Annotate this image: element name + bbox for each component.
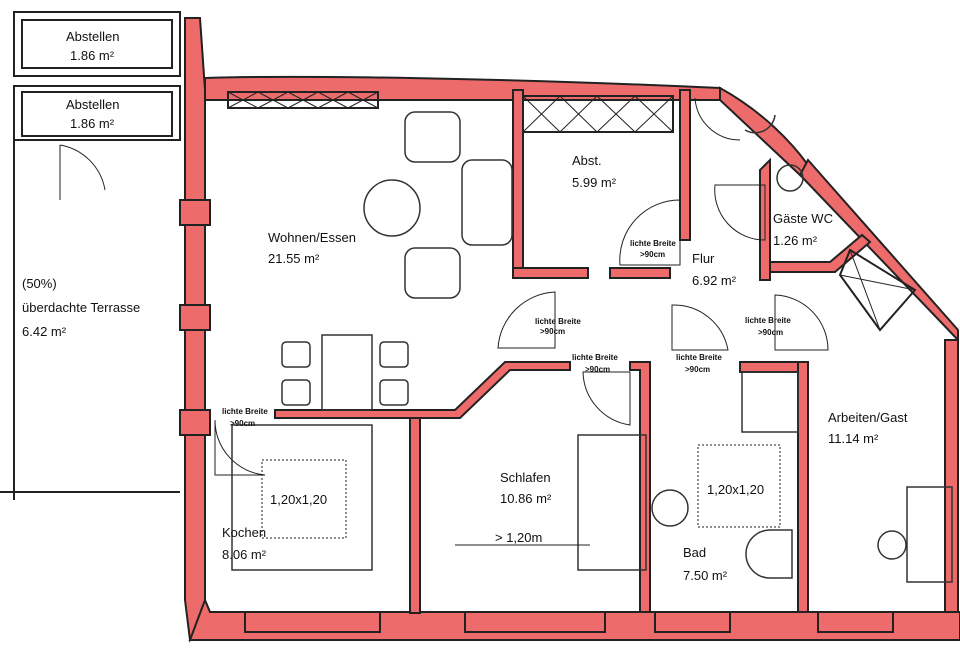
inner-walls (179, 89, 872, 614)
abst-name: Abst. (572, 153, 602, 168)
door-note-1b: >90cm (640, 250, 665, 259)
outer-walls (184, 17, 960, 643)
door-note-2b: >90cm (540, 327, 565, 336)
door-note-6a: lichte Breite (222, 407, 268, 416)
gaeste-wc-area: 1.26 m² (773, 233, 818, 248)
schlafen-name: Schlafen (500, 470, 551, 485)
windows (227, 91, 917, 633)
door-note-3b: >90cm (585, 365, 610, 374)
terrasse-name: überdachte Terrasse (22, 300, 140, 315)
wohnen-name: Wohnen/Essen (268, 230, 356, 245)
abstellen1-name: Abstellen (66, 29, 119, 44)
abstellen2-name: Abstellen (66, 97, 119, 112)
abstellen1-area: 1.86 m² (70, 48, 115, 63)
door-note-1a: lichte Breite (630, 239, 676, 248)
kochen-area: 8.06 m² (222, 547, 267, 562)
furniture (231, 111, 953, 583)
bad-area: 7.50 m² (683, 568, 728, 583)
gaeste-wc-name: Gäste WC (773, 211, 833, 226)
schlafen-area: 10.86 m² (500, 491, 552, 506)
terrasse-area: 6.42 m² (22, 324, 67, 339)
doors (214, 97, 829, 476)
flur-area: 6.92 m² (692, 273, 737, 288)
bad-name: Bad (683, 545, 706, 560)
arbeiten-name: Arbeiten/Gast (828, 410, 908, 425)
door-note-5a: lichte Breite (745, 316, 791, 325)
kochen-zone-label: 1,20x1,20 (270, 492, 327, 507)
door-notes: lichte Breite >90cm lichte Breite >90cm … (222, 239, 791, 428)
room-labels: Abstellen 1.86 m² Abstellen 1.86 m² (50%… (22, 29, 908, 583)
abstellen2-area: 1.86 m² (70, 116, 115, 131)
wohnen-area: 21.55 m² (268, 251, 320, 266)
bed-width-label: > 1,20m (495, 530, 542, 545)
flur-name: Flur (692, 251, 715, 266)
terrasse-pct: (50%) (22, 276, 57, 291)
door-note-4a: lichte Breite (676, 353, 722, 362)
kochen-name: Kochen (222, 525, 266, 540)
door-note-4b: >90cm (685, 365, 710, 374)
arbeiten-area: 11.14 m² (828, 431, 879, 446)
door-note-6b: >90cm (230, 419, 255, 428)
door-note-3a: lichte Breite (572, 353, 618, 362)
door-note-5b: >90cm (758, 328, 783, 337)
abst-area: 5.99 m² (572, 175, 617, 190)
storage-left (0, 11, 181, 500)
bad-zone-label: 1,20x1,20 (707, 482, 764, 497)
door-note-2a: lichte Breite (535, 317, 581, 326)
